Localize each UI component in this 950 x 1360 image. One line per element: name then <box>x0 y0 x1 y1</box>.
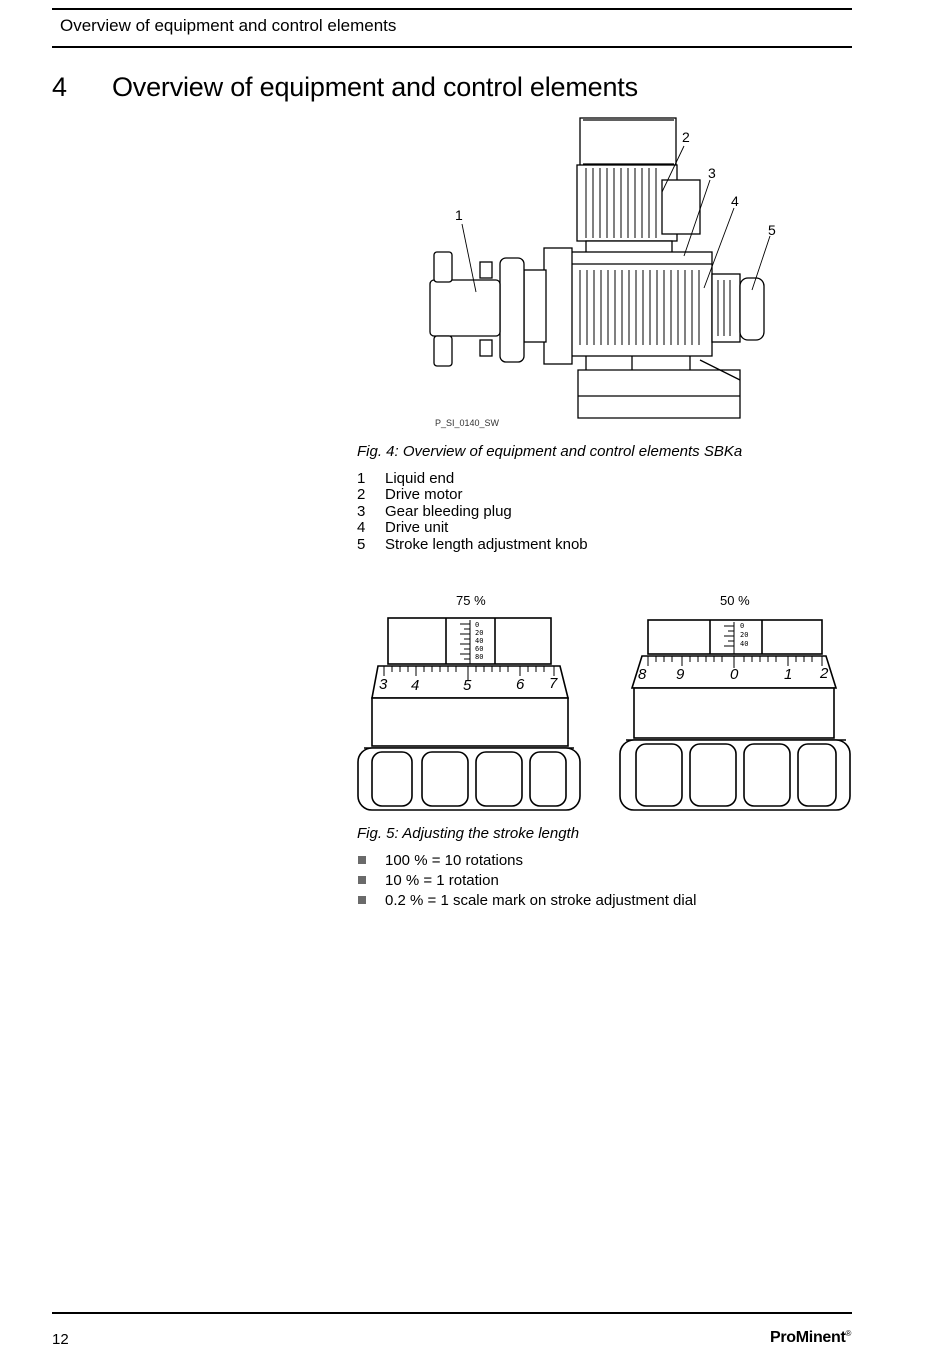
callout-1: 1 <box>455 207 463 223</box>
right-scale-label: 20 <box>740 631 749 639</box>
brand-logo: ProMinent® <box>770 1329 851 1347</box>
brand-name: ProMinent <box>770 1329 846 1346</box>
bullet-text: 100 % = 10 rotations <box>385 852 524 869</box>
right-dial-number: 1 <box>784 666 793 683</box>
legend-number: 3 <box>357 503 366 520</box>
callout-3: 3 <box>708 165 716 181</box>
right-dial-percent: 50 % <box>720 593 750 608</box>
right-scale-label: 0 <box>740 622 745 630</box>
page-number: 12 <box>52 1331 69 1348</box>
left-dial-percent: 75 % <box>456 593 486 608</box>
header-top-rule <box>52 8 852 10</box>
header-bottom-rule <box>52 46 852 48</box>
stroke-dial-left <box>357 617 581 811</box>
left-scale-label: 40 <box>475 637 484 645</box>
figure-5-caption: Fig. 5: Adjusting the stroke length <box>357 825 580 842</box>
legend-number: 4 <box>357 519 366 536</box>
square-bullet-icon <box>358 856 366 864</box>
right-dial-number: 0 <box>730 666 739 683</box>
legend-number: 1 <box>357 470 366 487</box>
legend-label: Liquid end <box>385 470 455 487</box>
square-bullet-icon <box>358 896 366 904</box>
chapter-number: 4 <box>52 72 68 102</box>
figure-4-caption: Fig. 4: Overview of equipment and contro… <box>357 443 743 460</box>
bullet-text: 0.2 % = 1 scale mark on stroke adjustmen… <box>385 892 697 909</box>
callout-2: 2 <box>682 129 690 145</box>
left-scale-label: 80 <box>475 653 484 661</box>
right-dial-number: 9 <box>676 666 685 683</box>
left-scale-label: 0 <box>475 621 480 629</box>
legend-label: Drive unit <box>385 519 449 536</box>
right-scale-label: 40 <box>740 640 749 648</box>
bullet-text: 10 % = 1 rotation <box>385 872 499 889</box>
left-dial-number: 6 <box>516 676 525 693</box>
left-dial-number: 5 <box>463 677 472 694</box>
image-reference: P_SI_0140_SW <box>435 418 500 428</box>
left-dial-number: 4 <box>411 677 420 694</box>
callout-4: 4 <box>731 193 739 209</box>
callout-5: 5 <box>768 222 776 238</box>
legend-label: Drive motor <box>385 486 463 503</box>
pump-drawing <box>429 117 771 419</box>
legend-label: Gear bleeding plug <box>385 503 512 520</box>
footer-rule <box>52 1312 852 1314</box>
square-bullet-icon <box>358 876 366 884</box>
stroke-dial-right <box>619 619 851 811</box>
right-dial-number: 2 <box>820 665 829 682</box>
legend-label: Stroke length adjustment knob <box>385 536 588 553</box>
legend-number: 5 <box>357 536 366 553</box>
chapter-title: Overview of equipment and control elemen… <box>112 72 638 102</box>
left-scale-label: 20 <box>475 629 484 637</box>
left-dial-number: 3 <box>379 676 388 693</box>
left-dial-number: 7 <box>549 675 558 692</box>
left-scale-label: 60 <box>475 645 484 653</box>
legend-number: 2 <box>357 486 366 503</box>
registered-mark: ® <box>845 1329 852 1338</box>
right-dial-number: 8 <box>638 666 647 683</box>
running-header: Overview of equipment and control elemen… <box>60 16 397 35</box>
